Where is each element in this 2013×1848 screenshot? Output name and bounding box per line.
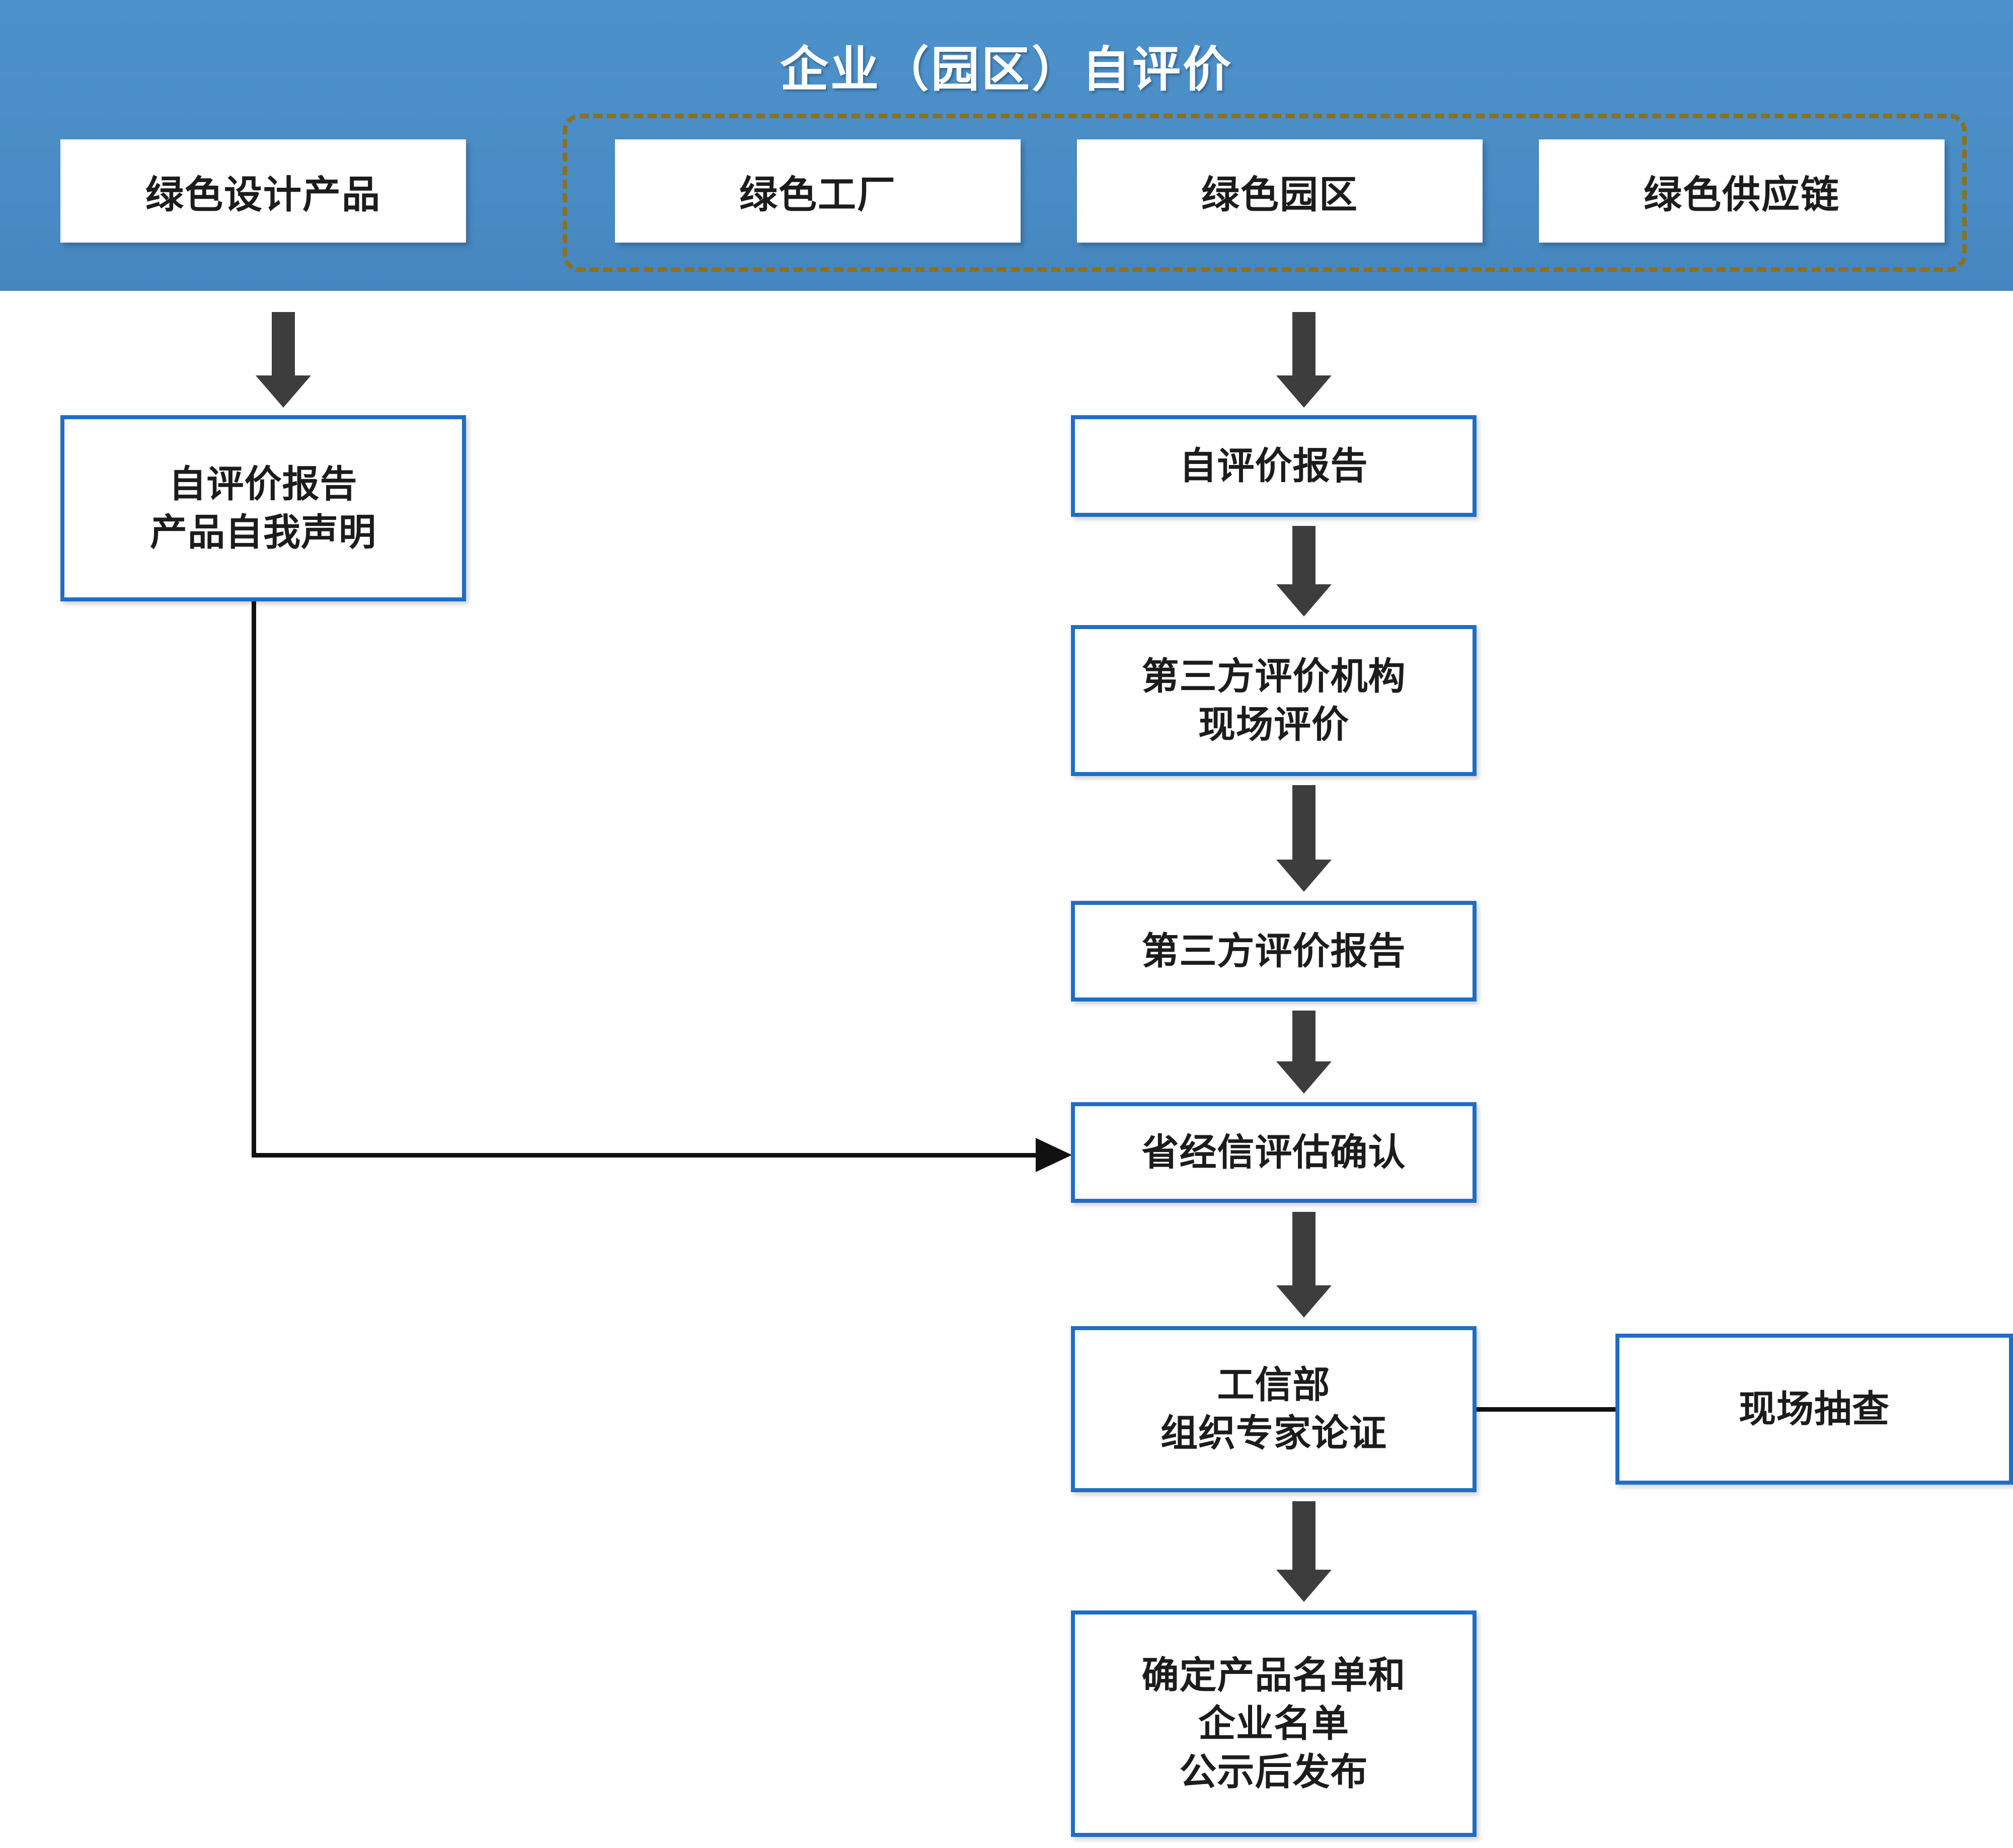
arrow-down-miit-to-final-list	[1274, 1501, 1334, 1602]
header-card-green-factory[interactable]: 绿色工厂	[615, 139, 1021, 243]
header-card-green-park[interactable]: 绿色园区	[1077, 139, 1483, 243]
elbow-connector-horizontal	[252, 1153, 1037, 1158]
arrow-down-product-to-report	[253, 312, 314, 408]
elbow-connector-arrowhead	[1036, 1138, 1072, 1172]
box-self-assessment-report[interactable]: 自评价报告	[1071, 415, 1477, 517]
box-self-assessment-report-and-declaration[interactable]: 自评价报告 产品自我声明	[60, 415, 466, 601]
header-card-green-design-product[interactable]: 绿色设计产品	[60, 139, 466, 243]
box-onsite-spot-check[interactable]: 现场抽查	[1615, 1334, 2013, 1485]
header-card-green-supply-chain[interactable]: 绿色供应链	[1539, 139, 1945, 243]
arrow-down-park-to-self-report	[1274, 312, 1334, 408]
page-title: 企业（园区）自评价	[780, 43, 1233, 97]
box-third-party-evaluation-report[interactable]: 第三方评价报告	[1071, 901, 1477, 1002]
box-miit-expert-review[interactable]: 工信部 组织专家论证	[1071, 1326, 1477, 1492]
arrow-down-onsite-to-third-report	[1274, 785, 1334, 892]
connector-miit-to-spot-check	[1475, 1407, 1618, 1412]
box-province-confirmation[interactable]: 省经信评估确认	[1071, 1102, 1477, 1203]
box-final-list-publish[interactable]: 确定产品名单和 企业名单 公示后发布	[1071, 1610, 1477, 1837]
elbow-connector-vertical	[252, 601, 256, 1158]
box-third-party-onsite-evaluation[interactable]: 第三方评价机构 现场评价	[1071, 625, 1477, 776]
arrow-down-self-report-to-third-party	[1274, 526, 1334, 617]
arrow-down-third-report-to-province	[1274, 1011, 1334, 1094]
arrow-down-province-to-miit	[1274, 1212, 1334, 1318]
dashed-group-outline	[563, 114, 1967, 272]
